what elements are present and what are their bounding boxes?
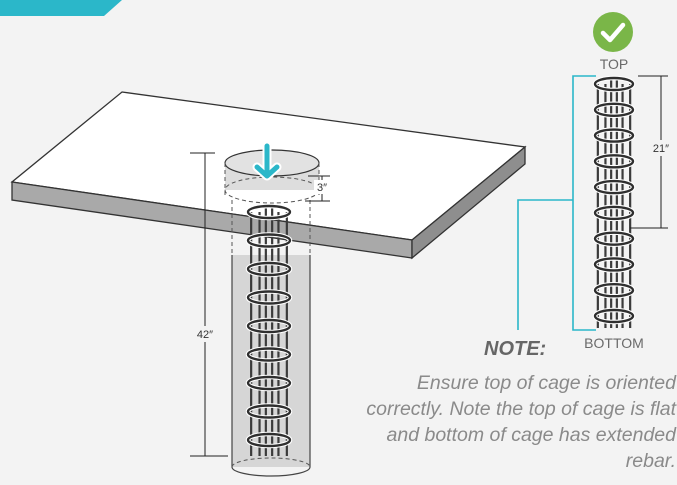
standalone-cage-hoop (593, 231, 635, 246)
installed-cage-hoop (246, 204, 292, 220)
rebar-cage-standalone (592, 75, 636, 328)
top-offset-dimension: 3″ (305, 175, 332, 202)
installed-cage-hoop (246, 290, 292, 305)
standalone-cage-hoop (593, 76, 635, 92)
cage-upper-dimension-label: 21″ (653, 143, 669, 155)
cage-bottom-label: BOTTOM (584, 335, 644, 351)
installed-cage-hoop (246, 432, 292, 448)
slab-side-face (411, 145, 526, 260)
installed-cage-hoop (246, 318, 292, 334)
cage-top-label: TOP (600, 56, 629, 72)
standalone-cage-hoop (593, 128, 635, 143)
installed-cage-hoop (246, 233, 292, 248)
orientation-bracket (517, 75, 596, 331)
corner-tab (0, 0, 122, 16)
checkmark-icon (593, 12, 633, 52)
depth-dimension-label: 42″ (197, 329, 213, 341)
standalone-cage-hoop (593, 205, 635, 221)
top-offset-label: 3″ (317, 182, 327, 194)
rebar-cage-installed (245, 203, 293, 456)
standalone-cage-hoop (593, 179, 635, 195)
installed-cage-hoop (246, 347, 292, 362)
standalone-cage-hoop (593, 283, 635, 298)
note-title: NOTE: (484, 338, 547, 360)
depth-dimension: 42″ (190, 152, 228, 457)
cage-upper-dimension: 21″ (630, 75, 675, 229)
note-body: Ensure top of cage is oriented correctly… (366, 372, 676, 472)
installed-cage-hoop (246, 261, 292, 277)
standalone-cage-hoop (593, 102, 635, 117)
standalone-cage-hoop (593, 257, 635, 272)
standalone-cage-hoop (593, 308, 635, 324)
installed-cage-hoop (246, 375, 292, 391)
down-arrow-icon (252, 141, 282, 181)
standalone-cage-hoop (593, 154, 635, 169)
installed-cage-hoop (246, 404, 292, 419)
